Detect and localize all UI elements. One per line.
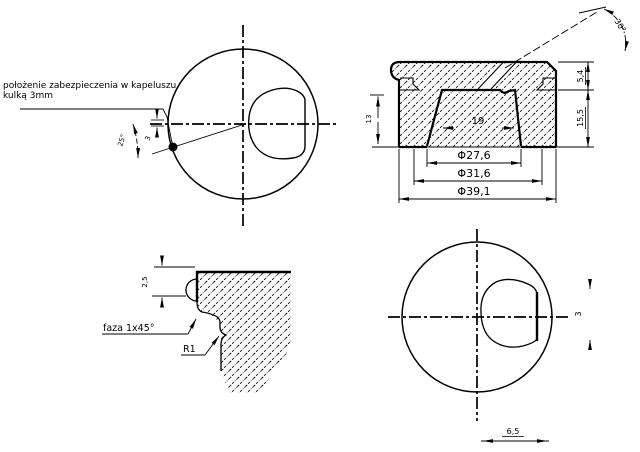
note-leader xyxy=(20,108,173,144)
top-view: 25° 3 xyxy=(116,25,338,226)
dim-height-lower: 15,5 xyxy=(576,107,586,129)
dim-dia-outer: Φ39,1 xyxy=(457,185,490,198)
detail-view: 2,5 faza 1x45° R1 xyxy=(102,255,291,393)
detail-profile xyxy=(196,301,228,371)
hole-angle-arc xyxy=(603,8,629,52)
dim-seat-height: 2,5 xyxy=(141,276,149,287)
note: położenie zabezpieczenia w kapeluszu kul… xyxy=(3,81,176,144)
ball-dim: 3 xyxy=(144,135,153,142)
angle-value: 25° xyxy=(116,133,127,147)
ball-position-line xyxy=(151,123,246,155)
note-line-1: położenie zabezpieczenia w kapeluszu xyxy=(3,81,176,91)
bottom-cutout-shape xyxy=(480,278,538,348)
height-lower-value: 15,5 xyxy=(576,109,585,127)
dim-depth: 3 xyxy=(574,311,583,316)
dim-dia-groove: Φ31,6 xyxy=(457,167,490,180)
note-line-2: kulką 3mm xyxy=(3,91,53,101)
height-left-value: 13 xyxy=(365,115,373,124)
chamfer-leader xyxy=(187,318,197,335)
detail-hatch xyxy=(197,272,291,393)
ball-seat-bump xyxy=(185,278,198,302)
radius-leader xyxy=(204,335,220,356)
offset-value: 6,5 xyxy=(507,427,520,436)
section-body-hatch xyxy=(391,62,556,147)
hole-angle-value: 30° xyxy=(612,17,627,34)
section-outline xyxy=(389,60,558,147)
bottom-view: 3 6,5 xyxy=(388,229,592,443)
dim-height-upper: 5,4 xyxy=(576,67,586,85)
groove-left xyxy=(400,77,421,91)
angle-ref-line xyxy=(578,6,607,14)
groove-right xyxy=(535,77,556,91)
dim-height-left: 13 xyxy=(365,115,373,124)
angle-arc xyxy=(132,123,141,159)
section-view: 19 Φ27,6 Φ31,6 Φ39,1 5,4 15,5 xyxy=(365,6,629,203)
ball-dim-value: 3 xyxy=(144,135,153,142)
radius-label: R1 xyxy=(183,344,196,355)
ball-hole-band xyxy=(478,63,516,89)
dim-hole-angle: 30° xyxy=(612,17,627,34)
slot-width-value: 19 xyxy=(472,116,485,127)
seat-height-value: 2,5 xyxy=(141,276,149,287)
cavity-outline xyxy=(425,88,523,147)
angle-dim: 25° xyxy=(116,133,127,147)
cutout-shape xyxy=(247,87,306,160)
depth-value: 3 xyxy=(574,311,583,316)
hole-axis-line xyxy=(504,11,598,69)
ball-hole-edge-1 xyxy=(477,62,504,90)
ball-dot xyxy=(168,142,178,152)
bottom-outline-circle xyxy=(401,241,553,393)
chamfer-label: faza 1x45° xyxy=(103,323,155,334)
ball-hole-edge-2 xyxy=(490,62,517,90)
dim-dia-inner: Φ27,6 xyxy=(457,149,490,162)
height-upper-value: 5,4 xyxy=(576,70,585,83)
